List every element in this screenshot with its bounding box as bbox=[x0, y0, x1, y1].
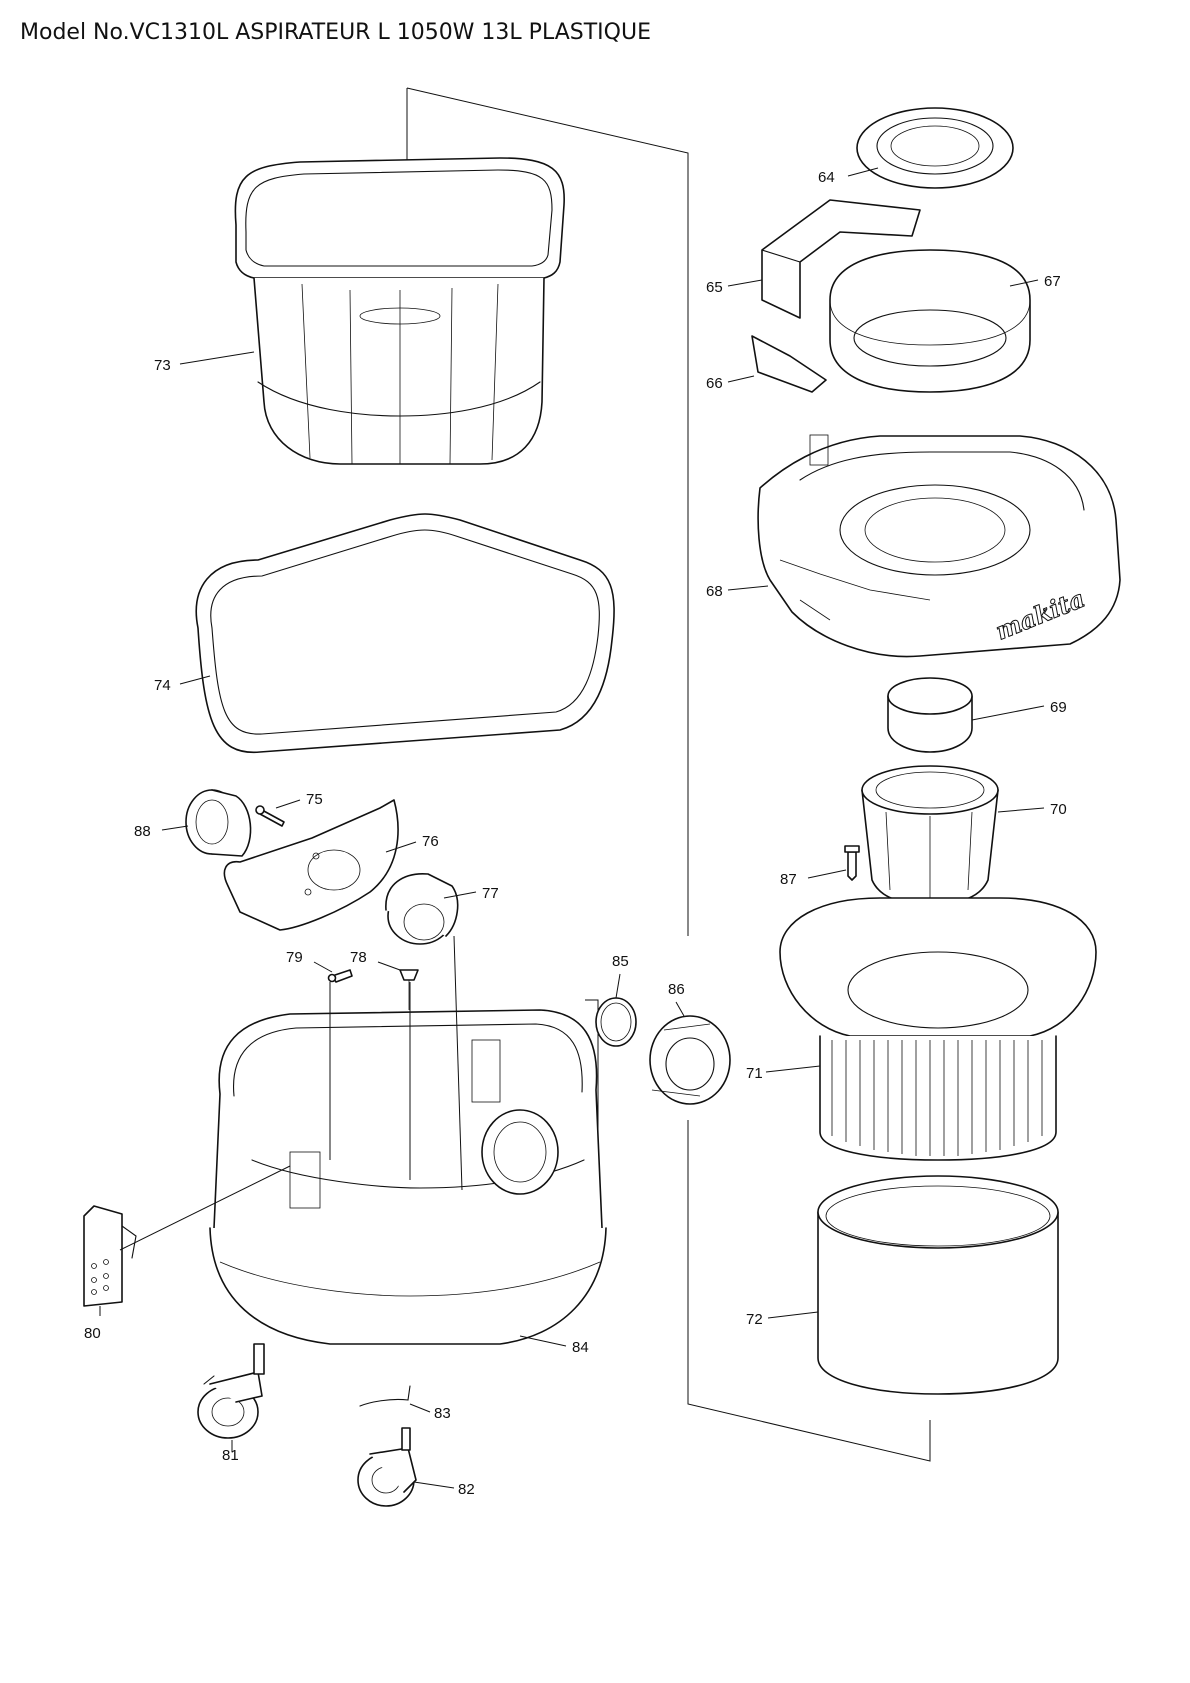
callout-85: 85 bbox=[612, 953, 629, 970]
callout-73: 73 bbox=[154, 357, 171, 374]
part-73-tank-liner bbox=[234, 157, 565, 465]
callout-83: 83 bbox=[434, 1405, 451, 1422]
callout-86: 86 bbox=[668, 981, 685, 998]
callout-76: 76 bbox=[422, 833, 439, 850]
part-72-filter-sleeve bbox=[817, 1175, 1059, 1395]
part-68-motor-housing: makita bbox=[757, 434, 1121, 658]
part-86-hose-fitting bbox=[649, 1015, 731, 1105]
callout-68: 68 bbox=[706, 583, 723, 600]
part-81-caster bbox=[197, 1343, 265, 1439]
callout-labels: 64 65 66 67 68 69 70 71 72 73 74 75 76 7… bbox=[84, 169, 1067, 1498]
part-87-screw bbox=[844, 845, 860, 881]
part-70-motor-holder bbox=[861, 765, 999, 905]
part-76-deflector bbox=[223, 799, 399, 931]
callout-72: 72 bbox=[746, 1311, 763, 1328]
part-64-top-ring bbox=[856, 107, 1014, 189]
part-80-latch bbox=[83, 1205, 137, 1307]
page-title: Model No.VC1310L ASPIRATEUR L 1050W 13L … bbox=[20, 20, 651, 45]
callout-77: 77 bbox=[482, 885, 499, 902]
callout-66: 66 bbox=[706, 375, 723, 392]
callout-75: 75 bbox=[306, 791, 323, 808]
callout-78: 78 bbox=[350, 949, 367, 966]
assembly-frame-lines bbox=[406, 87, 931, 1462]
part-66-foam-wedge bbox=[751, 335, 827, 393]
part-71-cartridge-filter bbox=[779, 897, 1097, 1161]
callout-88: 88 bbox=[134, 823, 151, 840]
callout-69: 69 bbox=[1050, 699, 1067, 716]
part-82-caster bbox=[357, 1427, 417, 1507]
callout-84: 84 bbox=[572, 1339, 589, 1356]
callout-79: 79 bbox=[286, 949, 303, 966]
part-67-ring bbox=[829, 249, 1031, 393]
callout-87: 87 bbox=[780, 871, 797, 888]
part-88-inlet-ring bbox=[185, 789, 252, 857]
callout-64: 64 bbox=[818, 169, 835, 186]
part-75-screw bbox=[255, 805, 285, 827]
part-79-screw bbox=[327, 969, 353, 983]
part-74-gasket bbox=[195, 513, 615, 754]
part-84-tank-body bbox=[209, 1009, 607, 1345]
part-85-o-ring bbox=[595, 997, 637, 1047]
part-77-inlet-elbow bbox=[385, 873, 459, 945]
callout-82: 82 bbox=[458, 1481, 475, 1498]
part-65-foam-block bbox=[761, 199, 921, 319]
callout-65: 65 bbox=[706, 279, 723, 296]
callout-80: 80 bbox=[84, 1325, 101, 1342]
part-69-motor-cap bbox=[887, 677, 973, 753]
part-78-screw bbox=[399, 969, 419, 1010]
callout-74: 74 bbox=[154, 677, 171, 694]
callout-81: 81 bbox=[222, 1447, 239, 1464]
part-83-pin bbox=[359, 1385, 411, 1407]
leader-lines bbox=[99, 167, 1045, 1489]
callout-67: 67 bbox=[1044, 273, 1061, 290]
callout-70: 70 bbox=[1050, 801, 1067, 818]
callout-71: 71 bbox=[746, 1065, 763, 1082]
